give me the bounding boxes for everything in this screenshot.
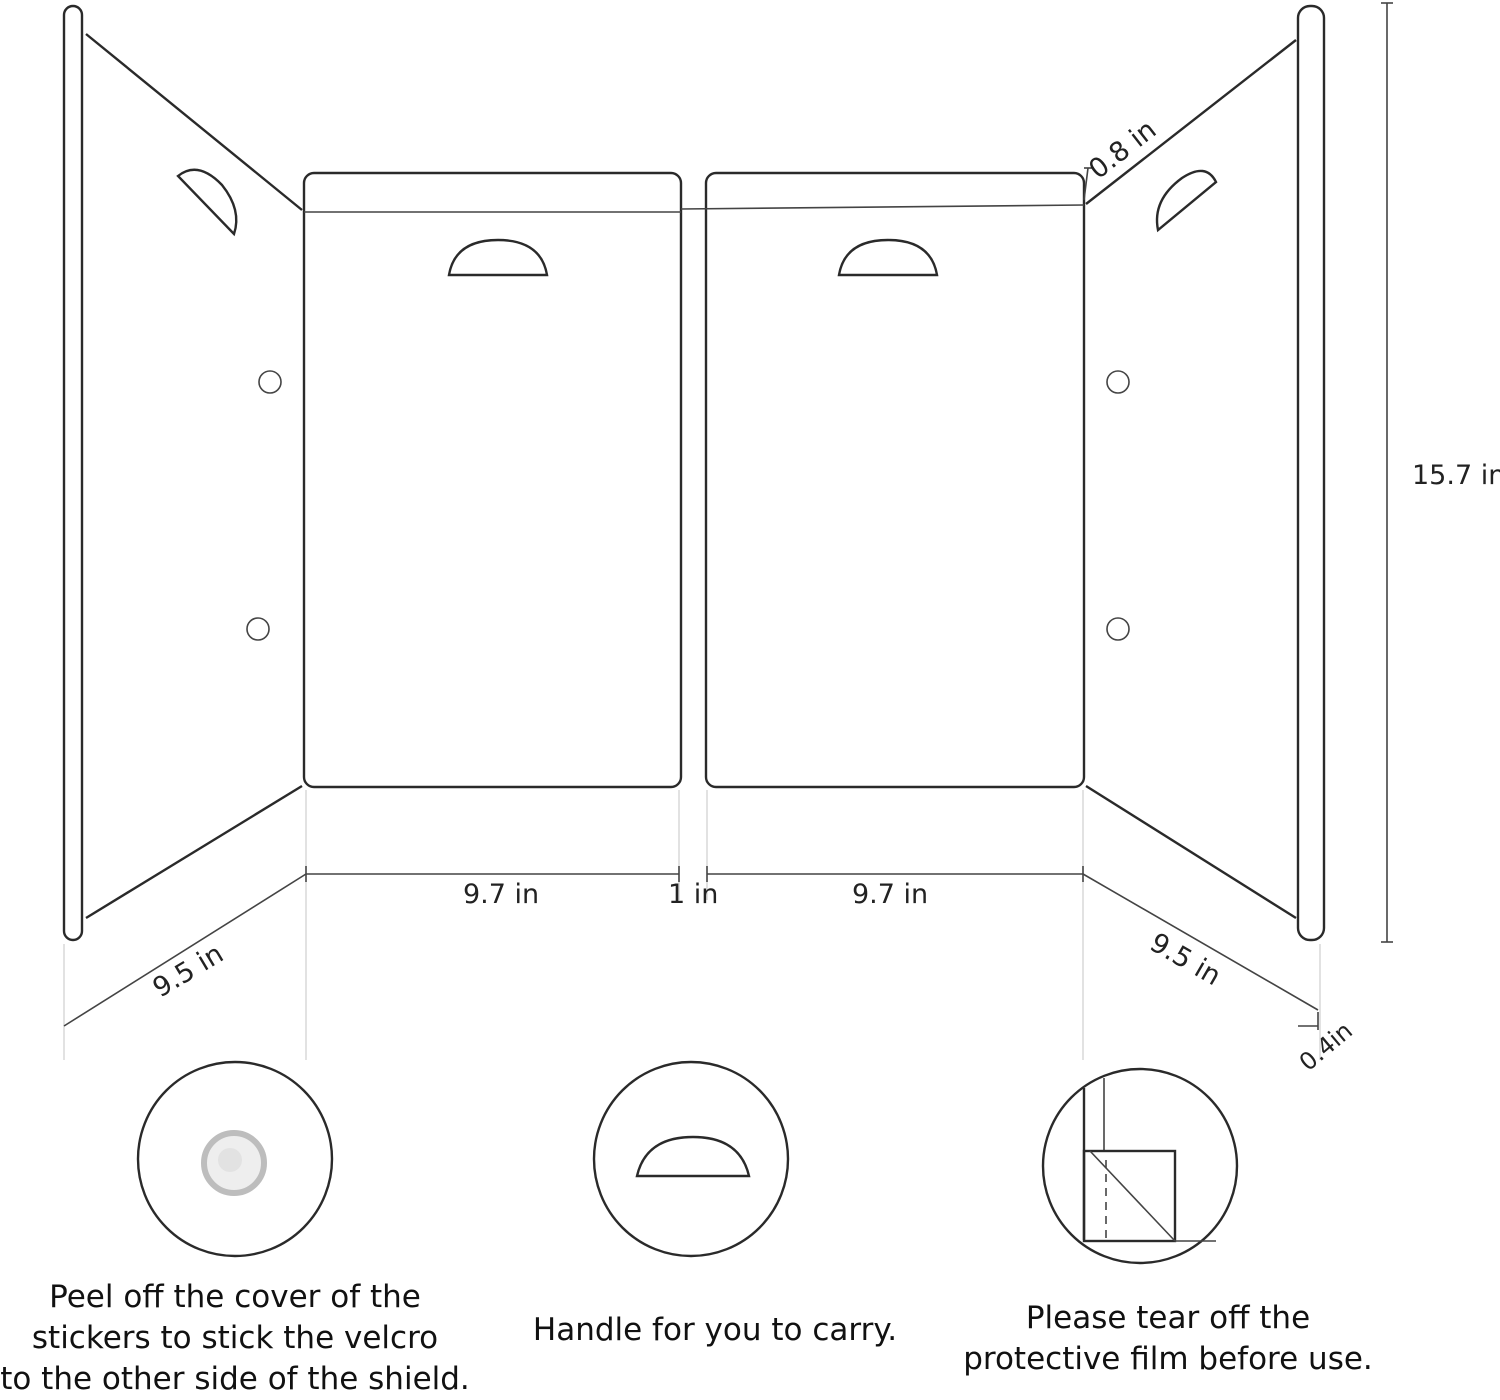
right-side-panel bbox=[1085, 4, 1326, 942]
left-side-panel bbox=[62, 4, 303, 942]
velcro-caption-line: stickers to stick the velcro bbox=[31, 1320, 439, 1356]
left-side-handle-icon bbox=[176, 168, 238, 237]
right-velcro-dot-icon bbox=[1106, 370, 1130, 394]
dimension-lines bbox=[63, 2, 1393, 1030]
handle-caption: Handle for you to carry. bbox=[505, 1310, 925, 1351]
film-caption: Please tear off the protective film befo… bbox=[948, 1298, 1388, 1380]
right-velcro-dot-icon bbox=[1106, 617, 1130, 641]
extension-lines bbox=[63, 790, 1321, 1060]
center-right-handle-icon bbox=[837, 238, 939, 277]
handle-detail bbox=[592, 1060, 790, 1258]
film-caption-line: protective film before use. bbox=[963, 1341, 1373, 1377]
velcro-caption-line: Peel off the cover of the bbox=[49, 1279, 421, 1315]
handle-icon bbox=[635, 1135, 751, 1178]
center-left-handle-icon bbox=[447, 238, 549, 277]
velcro-detail bbox=[136, 1060, 334, 1258]
protective-film-detail bbox=[1041, 1067, 1239, 1265]
right-side-handle-icon bbox=[1155, 169, 1218, 233]
left-velcro-dot-icon bbox=[246, 617, 270, 641]
right-depth-label: 9.5 in bbox=[1145, 927, 1226, 992]
handle-caption-line: Handle for you to carry. bbox=[532, 1312, 898, 1348]
gap-label: 1 in bbox=[668, 879, 718, 910]
protective-film-icon bbox=[1082, 1149, 1177, 1243]
left-velcro-dot-icon bbox=[258, 370, 282, 394]
center-left-width-label: 9.7 in bbox=[463, 879, 539, 910]
center-right-width-label: 9.7 in bbox=[852, 879, 928, 910]
velcro-caption-line: to the other side of the shield. bbox=[0, 1361, 470, 1397]
height-label: 15.7 in bbox=[1412, 460, 1500, 491]
center-left-panel bbox=[302, 171, 683, 789]
film-caption-line: Please tear off the bbox=[1025, 1300, 1311, 1336]
velcro-caption: Peel off the cover of the stickers to st… bbox=[0, 1277, 470, 1400]
center-right-panel bbox=[680, 171, 1086, 789]
